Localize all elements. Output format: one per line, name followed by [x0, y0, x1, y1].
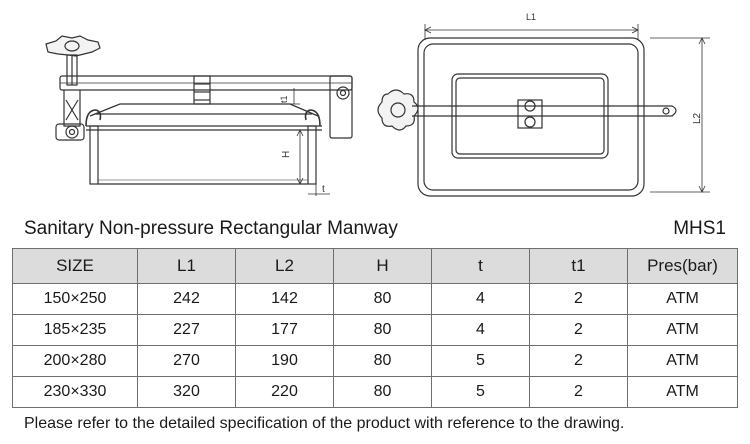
table-row: 150×250 242 142 80 4 2 ATM — [12, 283, 738, 315]
table-row: 230×330 320 220 80 5 2 ATM — [12, 376, 738, 408]
col-header-h: H — [333, 248, 432, 284]
cell-t: 5 — [431, 376, 530, 408]
cell-size: 230×330 — [12, 376, 138, 408]
dim-label-h: H — [281, 151, 292, 158]
cell-t: 4 — [431, 283, 530, 315]
star-knob-icon — [45, 35, 101, 57]
spec-table: SIZE L1 L2 H t t1 Pres(bar) 150×250 242 … — [12, 248, 738, 408]
col-header-pressure: Pres(bar) — [627, 248, 738, 284]
cell-pressure: ATM — [627, 283, 738, 315]
cell-l2: 190 — [235, 345, 334, 377]
cell-pressure: ATM — [627, 314, 738, 346]
cell-t1: 2 — [529, 283, 628, 315]
col-header-t1: t1 — [529, 248, 628, 284]
cell-t: 4 — [431, 314, 530, 346]
cell-t: 5 — [431, 345, 530, 377]
dim-label-t1: t1 — [279, 95, 289, 103]
table-header-row: SIZE L1 L2 H t t1 Pres(bar) — [12, 248, 738, 284]
col-header-t: t — [431, 248, 530, 284]
title-row: Sanitary Non-pressure Rectangular Manway… — [24, 218, 726, 242]
cell-l2: 142 — [235, 283, 334, 315]
cell-pressure: ATM — [627, 376, 738, 408]
cell-t1: 2 — [529, 345, 628, 377]
cell-pressure: ATM — [627, 345, 738, 377]
cell-t1: 2 — [529, 376, 628, 408]
cell-h: 80 — [333, 376, 432, 408]
cell-size: 200×280 — [12, 345, 138, 377]
table-row: 200×280 270 190 80 5 2 ATM — [12, 345, 738, 377]
dim-label-t: t — [322, 184, 325, 195]
cell-t1: 2 — [529, 314, 628, 346]
cell-h: 80 — [333, 283, 432, 315]
flower-knob-icon — [377, 89, 419, 131]
dim-label-l1: L1 — [526, 12, 536, 22]
cell-l1: 227 — [137, 314, 236, 346]
technical-drawing: H t1 t L1 L2 — [45, 12, 710, 197]
table-row: 185×235 227 177 80 4 2 ATM — [12, 314, 738, 346]
cell-h: 80 — [333, 345, 432, 377]
col-header-l1: L1 — [137, 248, 236, 284]
cell-l1: 242 — [137, 283, 236, 315]
cell-size: 185×235 — [12, 314, 138, 346]
col-header-size: SIZE — [12, 248, 138, 284]
cell-l2: 177 — [235, 314, 334, 346]
top-view: L1 L2 — [377, 12, 710, 197]
cell-l1: 320 — [137, 376, 236, 408]
side-view: H t1 t — [45, 35, 353, 196]
col-header-l2: L2 — [235, 248, 334, 284]
product-title: Sanitary Non-pressure Rectangular Manway — [24, 218, 398, 239]
cell-h: 80 — [333, 314, 432, 346]
cell-size: 150×250 — [12, 283, 138, 315]
cell-l2: 220 — [235, 376, 334, 408]
model-code: MHS1 — [673, 218, 726, 239]
cell-l1: 270 — [137, 345, 236, 377]
dim-label-l2: L2 — [692, 112, 703, 124]
footnote: Please refer to the detailed specificati… — [24, 415, 625, 432]
